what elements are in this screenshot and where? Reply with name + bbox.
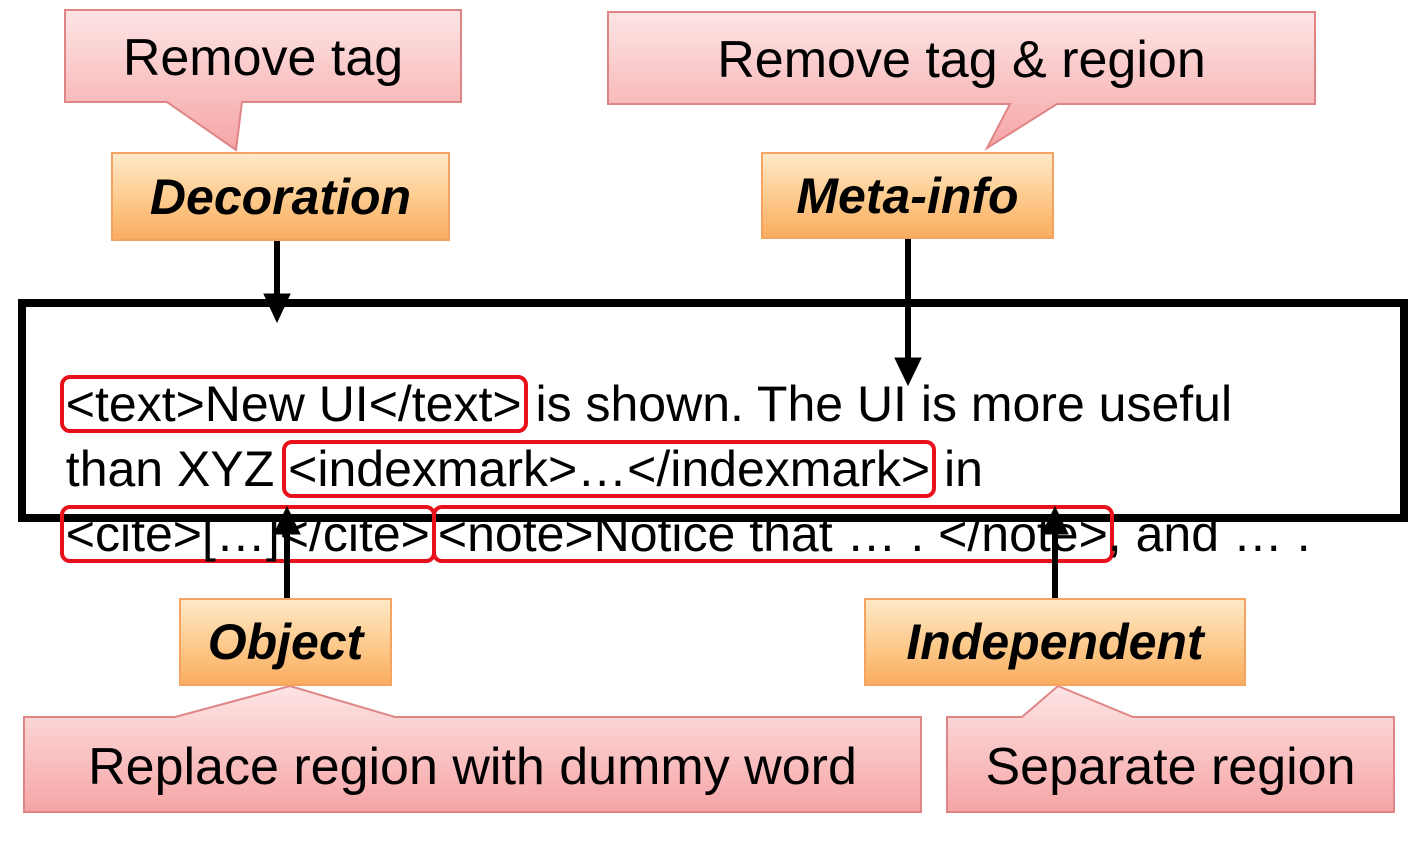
arrow-independent-head xyxy=(1041,505,1069,535)
callout-replace-region: Replace region with dummy word xyxy=(88,737,857,796)
callout-remove-tag-region: Remove tag & region xyxy=(717,31,1206,89)
indexmark-tag-highlight: <indexmark>…</indexmark> xyxy=(282,440,937,498)
category-independent: Independent xyxy=(864,598,1246,686)
callout-remove-tag-region-shape xyxy=(607,11,1316,151)
line2-before: than XYZ xyxy=(65,441,289,497)
line1-rest: is shown. The UI is more useful xyxy=(521,376,1233,432)
callout-remove-tag-shape xyxy=(64,9,462,152)
category-decoration: Decoration xyxy=(111,152,450,241)
callout-separate-region-shape xyxy=(946,684,1395,813)
sample-text-box xyxy=(18,299,1408,522)
line3-after: , and … . xyxy=(1107,506,1311,562)
category-object: Object xyxy=(179,598,392,686)
note-tag-highlight: <note>Notice that … . </note> xyxy=(431,505,1114,563)
callout-replace-region-shape xyxy=(23,684,922,813)
arrow-decoration-head xyxy=(263,293,291,324)
callout-remove-tag: Remove tag xyxy=(122,29,404,87)
category-meta-info: Meta-info xyxy=(761,152,1054,239)
text-tag-highlight: <text>New UI</text> xyxy=(59,375,528,433)
text-line-3: <cite>[…]</cite><note>Notice that … . </… xyxy=(38,455,1311,563)
text-line-1: <text>New UI</text> is shown. The UI is … xyxy=(38,325,1232,433)
cite-tag-highlight: <cite>[…]</cite> xyxy=(59,505,436,563)
text-line-2: than XYZ <indexmark>…</indexmark> in xyxy=(38,390,983,498)
callout-separate-region: Separate region xyxy=(985,737,1356,796)
arrow-meta-info-head xyxy=(894,357,922,387)
line2-after: in xyxy=(930,441,983,497)
arrow-object-head xyxy=(273,505,301,535)
